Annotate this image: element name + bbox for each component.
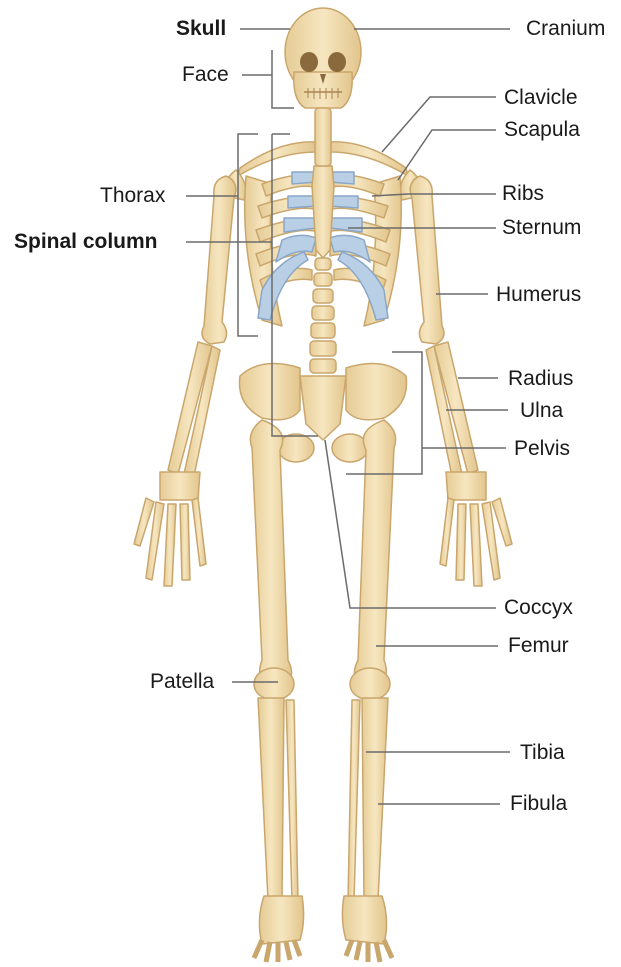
label-fibula: Fibula	[510, 792, 567, 816]
label-sternum: Sternum	[502, 216, 581, 240]
label-thorax: Thorax	[100, 184, 165, 208]
label-ulna: Ulna	[520, 399, 563, 423]
label-femur: Femur	[508, 634, 569, 658]
label-cranium: Cranium	[526, 17, 605, 41]
label-face: Face	[182, 63, 229, 87]
label-humerus: Humerus	[496, 283, 581, 307]
label-skull: Skull	[176, 17, 226, 41]
feet	[254, 896, 392, 962]
label-spinal-column: Spinal column	[14, 230, 158, 254]
legs	[250, 420, 395, 900]
label-ribs: Ribs	[502, 182, 544, 206]
label-clavicle: Clavicle	[504, 86, 578, 110]
skull	[285, 8, 361, 108]
hands	[134, 472, 512, 586]
label-scapula: Scapula	[504, 118, 580, 142]
sternum	[312, 166, 334, 258]
label-radius: Radius	[508, 367, 573, 391]
label-tibia: Tibia	[520, 741, 565, 765]
label-patella: Patella	[150, 670, 214, 694]
label-coccyx: Coccyx	[504, 596, 573, 620]
label-pelvis: Pelvis	[514, 437, 570, 461]
